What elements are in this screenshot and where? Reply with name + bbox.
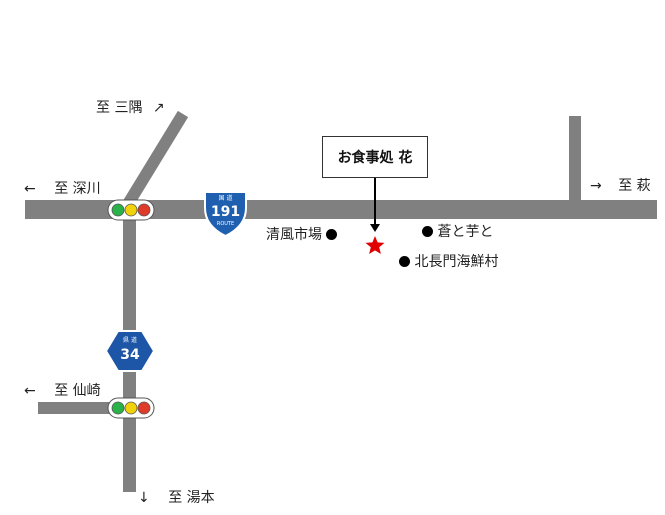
landmark-soutoimo-label: 蒼と芋と <box>437 224 494 240</box>
destination-yumoto-text: 至 湯本 <box>168 490 215 506</box>
arrow-left-icon: ← <box>24 383 36 399</box>
shop-pointer-arrowhead-icon <box>370 224 380 232</box>
landmark-seifu-label: 清風市場 <box>266 227 322 243</box>
road-mitsukuma <box>122 110 189 208</box>
road-senzaki <box>38 402 130 414</box>
shop-name: お食事処 花 <box>337 150 413 166</box>
arrow-left-icon: ← <box>24 181 36 197</box>
shop-location-star-icon <box>365 236 385 254</box>
landmark-soutoimo: 蒼と芋と <box>422 224 493 240</box>
route-191-shield-number: 191 <box>211 204 240 220</box>
traffic-signal-upper <box>107 199 155 221</box>
destination-senzaki: ← 至 仙崎 <box>24 383 101 399</box>
arrow-right-icon: → <box>590 178 602 194</box>
traffic-signal-lower <box>107 397 155 419</box>
destination-hagi: → 至 萩 <box>590 178 651 194</box>
arrow-down-icon: ↓ <box>138 490 150 506</box>
route-191-shield-sub: ROUTE <box>217 221 234 227</box>
destination-hagi-text: 至 萩 <box>618 178 651 194</box>
destination-mitsukuma-text: 至 三隅 <box>96 100 143 116</box>
shop-callout: お食事処 花 <box>322 136 428 178</box>
route-191-shield-icon: 国 道 191 ROUTE <box>204 191 247 238</box>
arrow-northeast-icon: ↗ <box>152 100 165 116</box>
road-route-191 <box>25 200 657 219</box>
road-hagi-spur <box>569 116 581 206</box>
destination-fukagawa: ← 至 深川 <box>24 181 101 197</box>
destination-mitsukuma: 至 三隅 ↗ <box>96 100 165 116</box>
destination-yumoto: ↓ 至 湯本 <box>138 490 215 506</box>
destination-fukagawa-text: 至 深川 <box>54 181 101 197</box>
route-34-shield-number: 34 <box>120 347 140 363</box>
landmark-kitanagato: 北長門海鮮村 <box>399 254 498 270</box>
route-34-shield-label: 県 道 <box>123 336 137 344</box>
landmark-dot-icon <box>422 226 433 237</box>
landmark-seifu: 清風市場 <box>266 227 338 243</box>
landmark-dot-icon <box>399 256 410 267</box>
route-191-shield-label: 国 道 <box>219 194 233 202</box>
landmark-dot-icon <box>326 229 338 240</box>
landmark-kitanagato-label: 北長門海鮮村 <box>414 254 499 270</box>
destination-senzaki-text: 至 仙崎 <box>54 383 101 399</box>
route-34-shield-icon: 県 道 34 <box>104 330 156 372</box>
